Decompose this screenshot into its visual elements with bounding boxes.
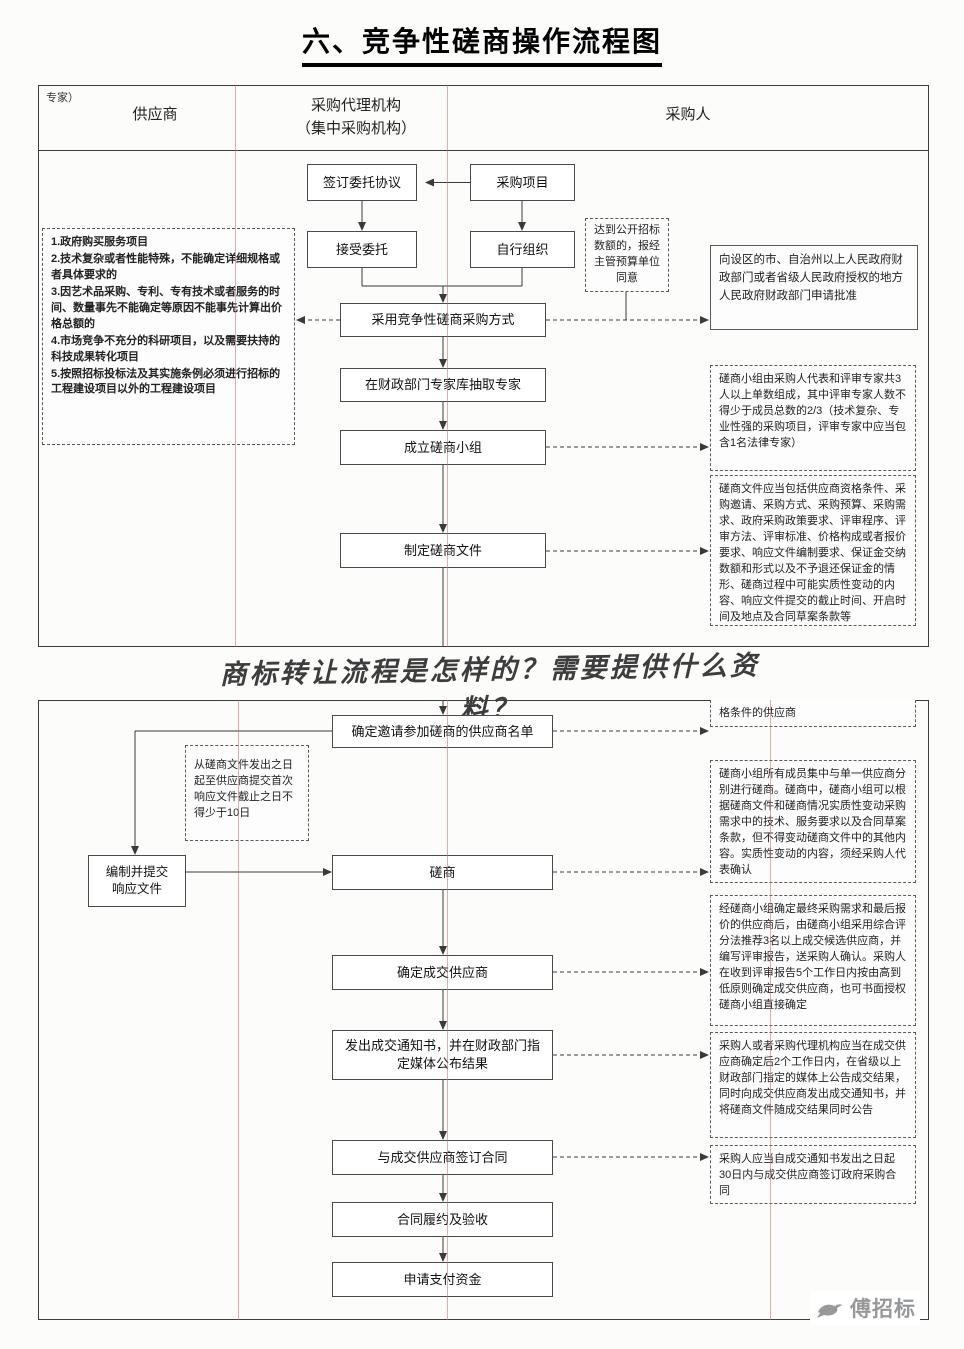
note-applicable-conditions: 1.政府购买服务项目 2.技术复杂或者性能特殊，不能确定详细规格或者具体要求的 … [42, 228, 295, 445]
brand-logo: 傅招标 [810, 1291, 920, 1325]
note-announcement-rules: 采购人或者采购代理机构应当在成交供应商确定后2个工作日内，在省级以上财政部门指定… [710, 1032, 916, 1138]
condition-item: 4.市场竞争不充分的科研项目，以及需要扶持的科技成果转化项目 [51, 334, 281, 363]
step-procurement-project: 采购项目 [470, 164, 575, 201]
step-consultation: 磋商 [332, 855, 553, 890]
step-sign-agreement: 签订委托协议 [307, 164, 417, 201]
step-make-documents: 制定磋商文件 [340, 533, 546, 568]
condition-item: 3.因艺术品采购、专利、专有技术或者服务的时间、数量事先不能确定等原因不能事先计… [51, 285, 282, 330]
note-contract-deadline: 采购人应当自成交通知书发出之日起30日内与成交供应商签订政府采购合同 [710, 1145, 916, 1204]
note-consultation-rules: 磋商小组所有成员集中与单一供应商分别进行磋商。磋商中，磋商小组可以根据磋商文件和… [710, 760, 916, 883]
note-document-contents: 磋商文件应当包括供应商资格条件、采购邀请、采购方式、采购预算、采购需求、政府采购… [710, 475, 916, 626]
step-perform-accept: 合同履约及验收 [332, 1202, 553, 1237]
note-minimum-days: 从磋商文件发出之日起至供应商提交首次响应文件截止之日不得少于10日 [185, 745, 309, 841]
note-winner-selection-rules: 经磋商小组确定最终采购需求和最后报价的供应商后，由磋商小组采用综合评分法推荐3名… [710, 895, 916, 1026]
step-sign-contract: 与成交供应商签订合同 [332, 1140, 553, 1175]
step-draw-experts: 在财政部门专家库抽取专家 [340, 368, 546, 402]
step-adopt-method: 采用竞争性磋商采购方式 [340, 303, 546, 337]
condition-item: 2.技术复杂或者性能特殊，不能确定详细规格或者具体要求的 [51, 252, 281, 281]
step-request-payment: 申请支付资金 [332, 1262, 553, 1297]
step-confirm-winner: 确定成交供应商 [332, 955, 553, 990]
bottom-section-border [38, 700, 929, 1320]
page-title: 六、竞争性磋商操作流程图 [301, 20, 662, 67]
condition-item: 5.按照招标投标法及其实施条例必须进行招标的工程建设项目以外的工程建设项目 [51, 367, 281, 396]
brand-text: 傅招标 [850, 1298, 916, 1321]
lane-agency: 采购代理机构 （集中采购机构） [295, 97, 416, 138]
lane-purchaser: 采购人 [665, 106, 711, 123]
step-issue-notice: 发出成交通知书，并在财政部门指定媒体公布结果 [332, 1030, 553, 1080]
top-section-border [38, 85, 929, 647]
step-self-organize: 自行组织 [470, 231, 575, 268]
condition-item: 1.政府购买服务项目 [51, 236, 149, 248]
lane-supplier: 供应商 [132, 106, 178, 123]
note-qualified-suppliers-partial: 格条件的供应商 [710, 700, 916, 727]
lane-corner-label: 专家） [46, 92, 79, 104]
step-form-team: 成立磋商小组 [340, 430, 546, 465]
step-accept-entrustment: 接受委托 [307, 231, 417, 268]
note-apply-approval: 向设区的市、自治州以上人民政府财政部门或者省级人民政府授权的地方人民政府财政部门… [710, 245, 918, 330]
step-supplier-list: 确定邀请参加磋商的供应商名单 [332, 715, 553, 748]
step-prepare-response: 编制并提交 响应文件 [88, 855, 186, 907]
note-team-composition: 磋商小组由采购人代表和评审专家共3人以上单数组成，其中评审专家人数不得少于成员总… [710, 365, 916, 471]
lane-header-divider [38, 150, 929, 151]
note-over-threshold: 达到公开招标数额的，报经主管预算单位同意 [585, 218, 669, 292]
brand-bird-icon [817, 1304, 842, 1318]
page-title-row: 六、竞争性磋商操作流程图 [0, 20, 964, 67]
